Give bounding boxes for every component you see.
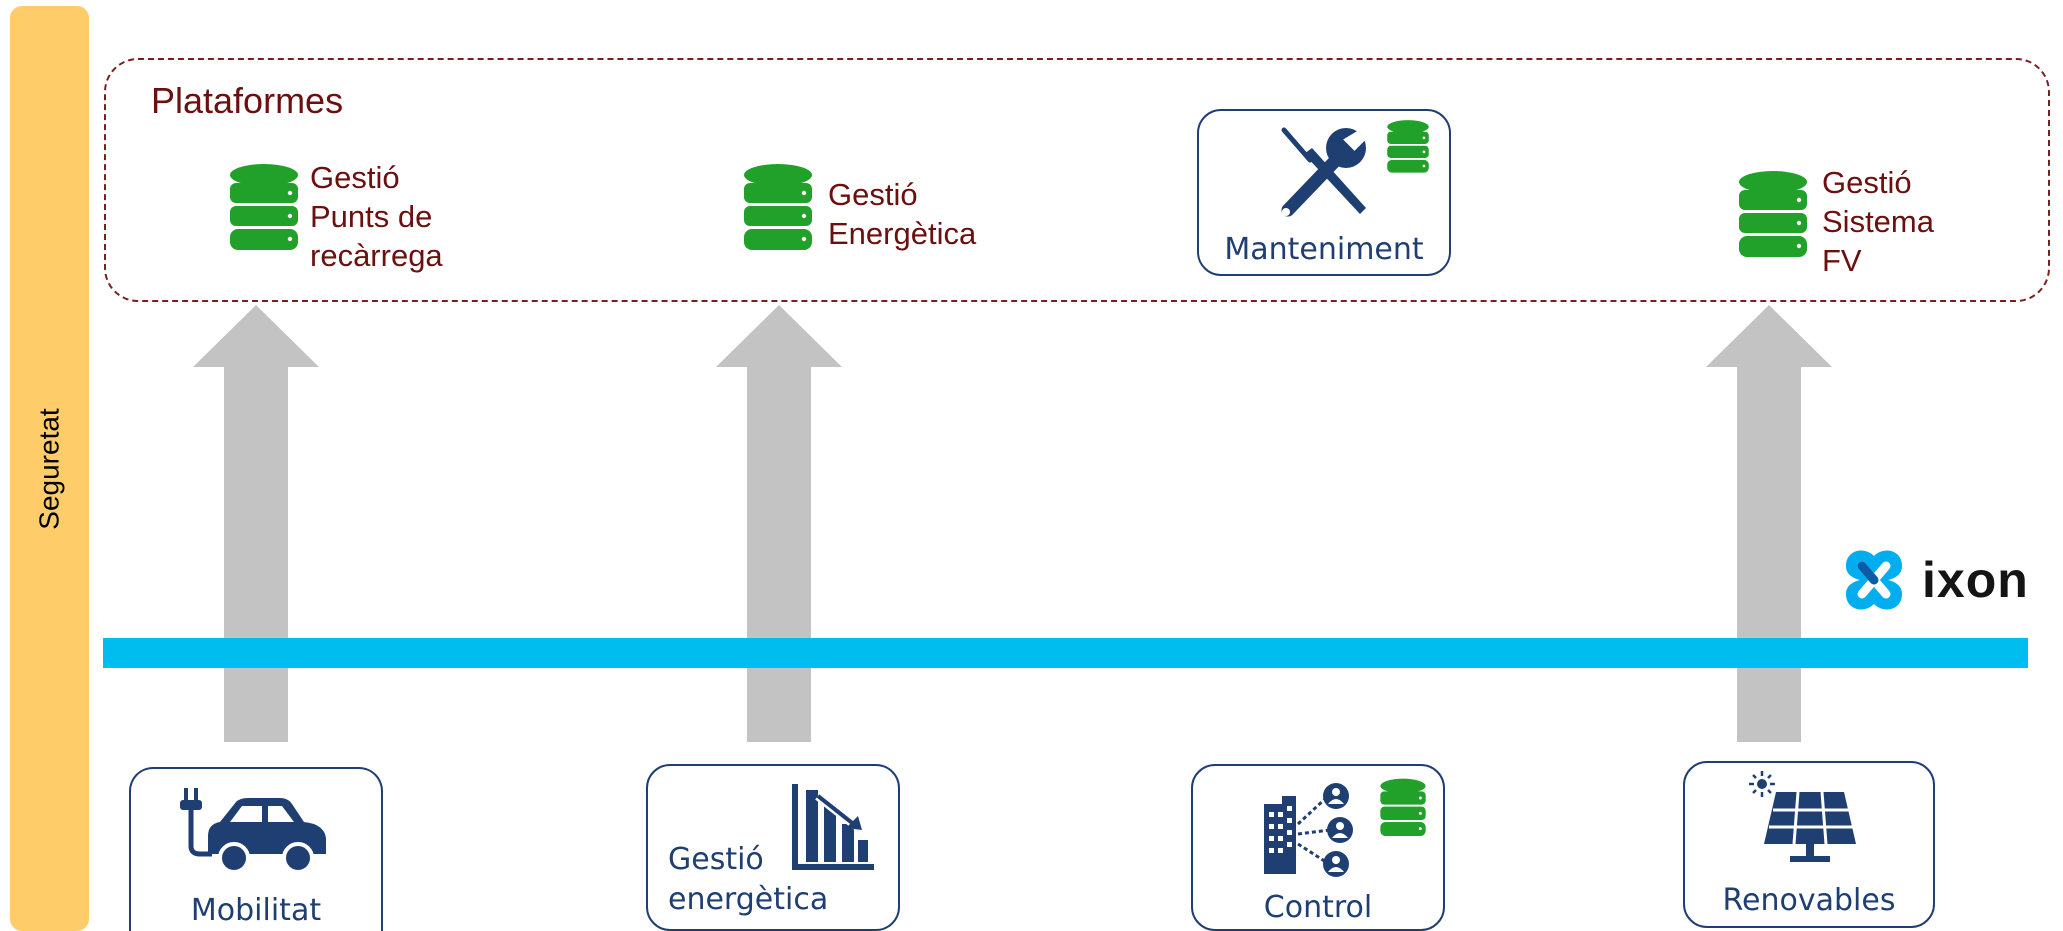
up-arrow-mobility xyxy=(193,305,319,742)
platform-energy-management: Gestió Energètica xyxy=(828,175,976,253)
security-layer-bar xyxy=(10,6,89,931)
platform-label-line: Gestió xyxy=(828,177,918,212)
database-icon xyxy=(1739,171,1807,257)
platforms-container xyxy=(104,58,2050,302)
building-network-icon xyxy=(1264,783,1353,877)
control-label: Control xyxy=(1263,890,1373,925)
platform-label-line: FV xyxy=(1822,243,1862,278)
platform-label-line: Punts de xyxy=(310,199,433,234)
platform-label-line: recàrrega xyxy=(310,238,443,273)
chart-decline-icon xyxy=(792,784,874,870)
platform-pv-system: Gestió Sistema FV xyxy=(1822,163,1934,280)
wrench-screwdriver-icon xyxy=(1281,127,1366,217)
mobility-label: Mobilitat xyxy=(190,893,322,928)
ixon-logo-icon xyxy=(1846,550,1902,610)
security-label: Seguretat xyxy=(33,407,65,530)
platform-label-line: Sistema xyxy=(1822,204,1934,239)
platform-charging-points: Gestió Punts de recàrrega xyxy=(310,158,443,275)
energy-management-label-line: energètica xyxy=(668,882,829,917)
energy-management-box xyxy=(646,764,900,931)
database-icon xyxy=(1380,778,1426,836)
platform-label-line: Energètica xyxy=(828,216,977,251)
ixon-logo-text: ixon xyxy=(1922,552,2029,608)
platform-label-line: Gestió xyxy=(1822,165,1912,200)
up-arrow-renewables xyxy=(1706,305,1832,742)
up-arrow-energy xyxy=(716,305,842,742)
solar-panel-icon xyxy=(1749,771,1856,862)
database-icon xyxy=(744,164,812,250)
platforms-title: Plataformes xyxy=(151,80,344,121)
energy-management-label-line: Gestió xyxy=(668,842,764,877)
maintenance-label: Manteniment xyxy=(1224,232,1424,267)
security-label-wrap: Seguretat xyxy=(10,6,89,931)
ixon-connectivity-line xyxy=(103,638,2028,668)
renewables-label: Renovables xyxy=(1722,883,1896,918)
database-icon xyxy=(230,164,298,250)
database-icon xyxy=(1387,120,1429,173)
electric-car-icon xyxy=(180,788,326,874)
energy-management-label: Gestió energètica xyxy=(668,840,828,920)
platform-label-line: Gestió xyxy=(310,160,400,195)
